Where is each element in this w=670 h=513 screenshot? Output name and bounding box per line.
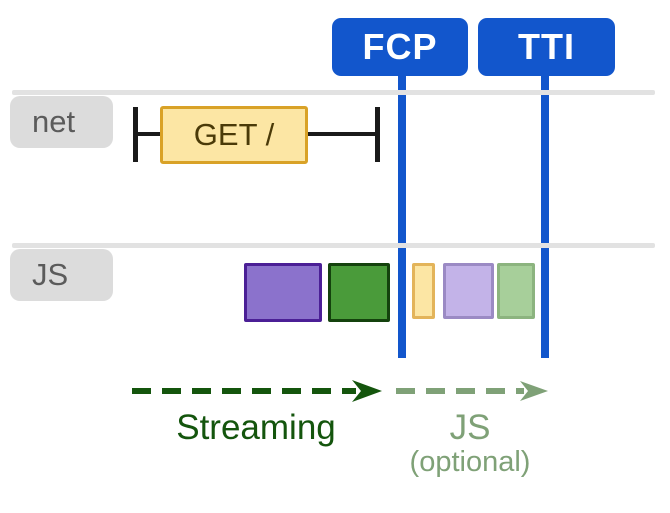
js-optional-phase-label: JS — [449, 408, 491, 447]
streaming-phase-arrow-icon — [132, 380, 382, 402]
js-optional-phase-arrow-icon — [396, 381, 548, 401]
net-request-label: GET / — [193, 117, 275, 152]
streaming-phase-caption: Streaming — [136, 408, 376, 447]
js-task-block-2[interactable] — [328, 263, 390, 322]
js-task-block-5[interactable] — [497, 263, 535, 319]
js-optional-phase-sublabel: (optional) — [409, 445, 531, 478]
js-lane-divider — [12, 243, 655, 248]
fcp-marker-line — [398, 60, 406, 358]
tti-marker-badge[interactable]: TTI — [478, 18, 615, 76]
tti-marker-line — [541, 60, 549, 358]
net-whisker-cap-end — [375, 107, 380, 162]
js-optional-phase-caption: JS (optional) — [390, 408, 550, 478]
net-request-box[interactable]: GET / — [160, 106, 308, 164]
fcp-marker-label: FCP — [362, 26, 438, 67]
lane-label-js: JS — [10, 249, 113, 301]
lane-label-net-text: net — [32, 104, 76, 139]
streaming-phase-label: Streaming — [176, 408, 336, 447]
js-task-block-4[interactable] — [443, 263, 494, 319]
net-lane-divider — [12, 90, 655, 95]
fcp-marker-badge[interactable]: FCP — [332, 18, 468, 76]
js-task-block-3[interactable] — [412, 263, 435, 319]
lane-label-net: net — [10, 96, 113, 148]
js-task-block-1[interactable] — [244, 263, 322, 322]
lane-label-js-text: JS — [32, 257, 69, 292]
tti-marker-label: TTI — [518, 26, 575, 67]
